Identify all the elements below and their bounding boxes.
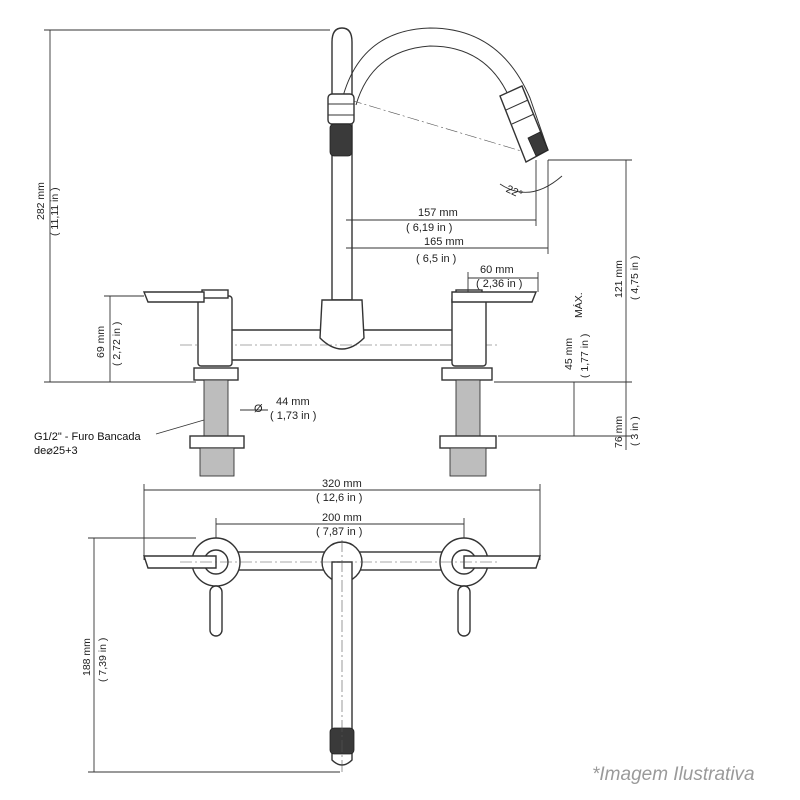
dim-outlet-height-in: ( 4,75 in ) xyxy=(629,256,641,300)
dim-depth-in: ( 7,39 in ) xyxy=(97,638,109,682)
plan-right-shank xyxy=(457,585,471,637)
left-lock-nut xyxy=(189,435,245,449)
dim-depth-mm: 188 mm xyxy=(81,638,93,676)
dim-shank-mm: 76 mm xyxy=(613,416,625,448)
dim-center-distance-mm: 200 mm xyxy=(322,512,362,524)
dim-diameter-symbol: Ø xyxy=(254,403,263,415)
left-lever-handle xyxy=(142,291,205,303)
swivel-angle-arc xyxy=(499,175,563,193)
dim-reach-165-mm: 165 mm xyxy=(424,236,464,248)
spray-head-band xyxy=(505,99,529,111)
right-threaded-shank xyxy=(455,379,481,437)
dim-body-height-in: ( 2,72 in ) xyxy=(111,322,123,366)
spout-arc-inner xyxy=(355,45,531,157)
dim-total-height-mm: 282 mm xyxy=(35,182,47,220)
illustrative-caption: *Imagem Ilustrativa xyxy=(592,764,755,785)
dim-total-width-in: ( 12,6 in ) xyxy=(316,492,362,504)
dim-diameter-in: ( 1,73 in ) xyxy=(270,410,316,422)
right-lever-handle xyxy=(451,291,538,303)
right-base-flange xyxy=(441,367,493,381)
right-lock-nut xyxy=(439,435,497,449)
spout-gooseneck xyxy=(331,27,353,301)
dim-total-width-mm: 320 mm xyxy=(322,478,362,490)
plan-left-shank xyxy=(209,585,223,637)
top-plan-view: 320 mm ( 12,6 in ) 200 mm ( 7,87 in ) 18… xyxy=(81,478,541,773)
swivel-angle-label: 22° xyxy=(504,183,524,201)
left-valve-cap xyxy=(201,289,229,299)
thread-note-line1: G1/2" - Furo Bancada xyxy=(34,431,142,443)
dim-max-mm: 45 mm xyxy=(563,338,575,370)
dim-center-distance-in: ( 7,87 in ) xyxy=(316,526,362,538)
dim-reach-157-in: ( 6,19 in ) xyxy=(406,222,452,234)
spout-aerator xyxy=(329,123,353,157)
front-elevation-view: 22° 282 mm ( 11 xyxy=(34,27,641,477)
dim-body-height-mm: 69 mm xyxy=(95,326,107,358)
left-threaded-shank xyxy=(203,379,229,437)
left-connector xyxy=(199,447,235,477)
thread-note-leader xyxy=(155,419,205,435)
dim-max-in: ( 1,77 in ) xyxy=(579,334,591,378)
dim-lever-in: ( 2,36 in ) xyxy=(476,278,522,290)
thread-note-line2: de⌀25+3 xyxy=(34,445,78,457)
dim-lever-mm: 60 mm xyxy=(480,264,514,276)
plan-right-lever xyxy=(463,555,541,569)
left-valve-body xyxy=(197,295,233,367)
right-valve-body xyxy=(451,295,487,367)
dim-outlet-height-mm: 121 mm xyxy=(613,260,625,298)
spout-collar xyxy=(327,93,355,125)
dim-total-height-in: ( 11,11 in ) xyxy=(49,187,61,236)
spout-arc-outer xyxy=(341,27,549,151)
dim-reach-165-in: ( 6,5 in ) xyxy=(416,253,456,265)
right-valve-assembly xyxy=(439,289,538,477)
dim-shank-in: ( 3 in ) xyxy=(629,416,641,446)
left-base-flange xyxy=(193,367,239,381)
spray-head xyxy=(499,85,549,163)
left-valve-assembly xyxy=(142,289,245,477)
body-center-bulge xyxy=(319,299,365,350)
dim-diameter-mm: 44 mm xyxy=(276,396,310,408)
spray-head-band xyxy=(511,113,535,125)
spout-arc-center xyxy=(349,99,539,157)
dim-max-label: MÁX. xyxy=(572,292,585,318)
dim-reach-157-mm: 157 mm xyxy=(418,207,458,219)
right-connector xyxy=(449,447,487,477)
